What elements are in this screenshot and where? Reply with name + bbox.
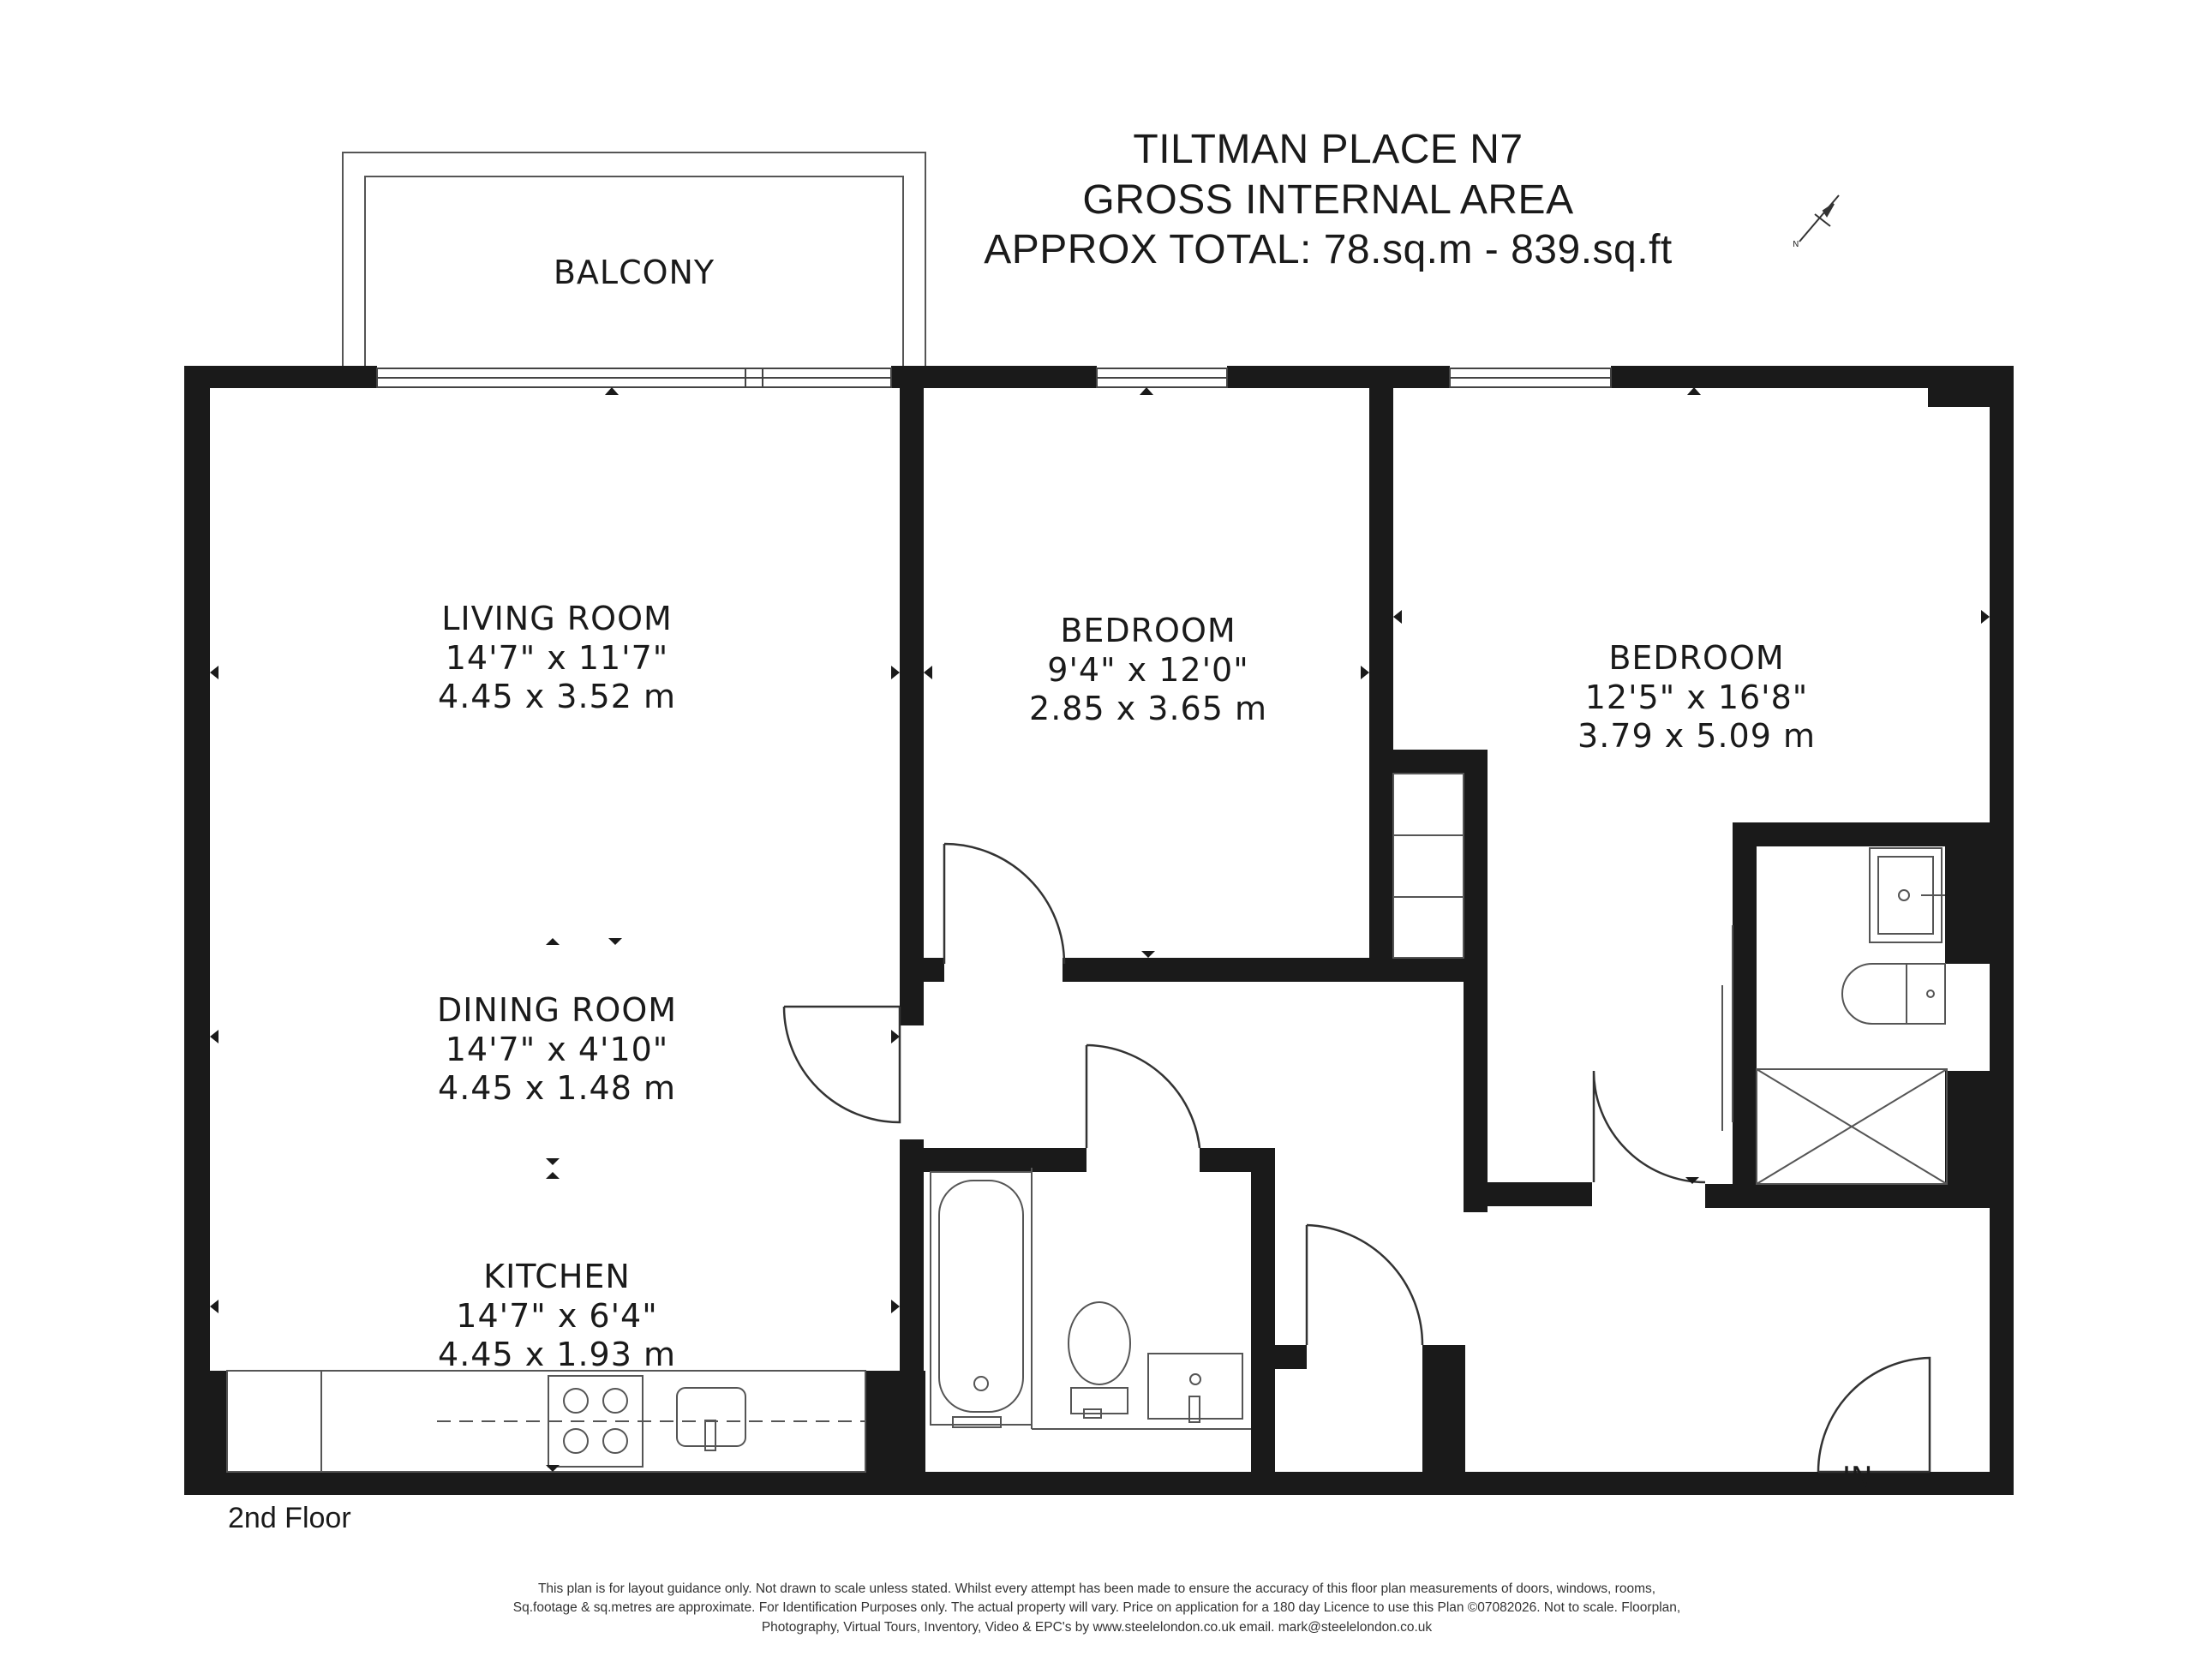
bathroom-fixtures <box>930 1168 1251 1430</box>
doors <box>782 842 1931 1474</box>
room-name: DINING ROOM <box>436 991 678 1029</box>
balcony-label: BALCONY <box>553 254 715 291</box>
room-name: LIVING ROOM <box>441 600 673 637</box>
ensuite-toilet <box>1906 963 1946 1025</box>
wall-right <box>1990 366 2014 1495</box>
door-bathroom <box>1085 1043 1201 1149</box>
wall-top-left <box>184 366 377 388</box>
room-dim-metric: 4.45 x 1.48 m <box>438 1069 676 1108</box>
room-dim-imperial: 9'4" x 12'0" <box>1047 650 1249 689</box>
door-entrance <box>1817 1356 1931 1474</box>
hob <box>548 1375 644 1468</box>
wall-bed1-bottom <box>1063 958 1481 982</box>
disclaimer: This plan is for layout guidance only. N… <box>360 1580 1834 1637</box>
windows <box>376 368 1612 388</box>
area-total: APPROX TOTAL: 78.sq.m - 839.sq.ft <box>984 227 1673 273</box>
wall-bottom-left <box>184 1472 1969 1495</box>
compass-icon: N <box>1793 194 1840 248</box>
entrance-label: IN <box>1842 1461 1873 1495</box>
room-name: BEDROOM <box>1060 612 1236 649</box>
wall-top-mid-1 <box>891 366 1097 388</box>
ensuite-fixtures <box>1721 847 1948 1185</box>
property-name: TILTMAN PLACE N7 <box>1133 127 1524 172</box>
door-living <box>782 1005 901 1124</box>
wall-bed1-bed2 <box>1369 366 1393 964</box>
disclaimer-line: Photography, Virtual Tours, Inventory, V… <box>761 1619 1433 1635</box>
wall-ensuite <box>1733 822 1757 1208</box>
disclaimer-line: This plan is for layout guidance only. N… <box>537 1581 1656 1596</box>
door-bedroom2 <box>1592 1070 1706 1184</box>
bathtub <box>930 1171 1033 1426</box>
room-dim-metric: 3.79 x 5.09 m <box>1577 717 1816 756</box>
door-cupboard <box>1305 1223 1424 1346</box>
room-dim-imperial: 12'5" x 16'8" <box>1584 678 1809 716</box>
toilet <box>1070 1387 1128 1414</box>
wall-top-mid-2 <box>1227 366 1450 388</box>
kitchen-sink <box>676 1387 746 1447</box>
wardrobe <box>1392 773 1464 959</box>
kitchen-label: KITCHEN 14'7" x 6'4" 4.45 x 1.93 m <box>360 1258 754 1375</box>
area-heading: GROSS INTERNAL AREA <box>1082 176 1574 223</box>
room-dim-imperial: 14'7" x 4'10" <box>445 1030 669 1068</box>
kitchen-counter <box>226 1370 866 1473</box>
bedroom-1-label: BEDROOM 9'4" x 12'0" 2.85 x 3.65 m <box>960 612 1337 729</box>
room-name: KITCHEN <box>483 1258 631 1295</box>
wall-bathroom-top <box>924 1148 1087 1172</box>
living-room-label: LIVING ROOM 14'7" x 11'7" 4.45 x 3.52 m <box>360 600 754 717</box>
room-dim-imperial: 14'7" x 6'4" <box>456 1296 658 1335</box>
measurement-markers <box>210 387 1990 1472</box>
room-dim-metric: 4.45 x 1.93 m <box>438 1336 676 1374</box>
disclaimer-line: Sq.footage & sq.metres are approximate. … <box>512 1600 1681 1616</box>
room-name: BEDROOM <box>1608 639 1785 677</box>
bath-basin <box>1147 1353 1243 1420</box>
floor-label: 2nd Floor <box>228 1502 351 1534</box>
walls <box>184 366 2014 1495</box>
room-dim-metric: 2.85 x 3.65 m <box>1029 690 1267 728</box>
dining-room-label: DINING ROOM 14'7" x 4'10" 4.45 x 1.48 m <box>360 991 754 1109</box>
door-bedroom1 <box>943 842 1066 965</box>
wall-living-bedroom <box>900 366 924 1025</box>
compass-north-label: N <box>1793 240 1799 248</box>
room-dim-metric: 4.45 x 3.52 m <box>438 678 676 716</box>
plan-header: TILTMAN PLACE N7 GROSS INTERNAL AREA APP… <box>943 125 1714 276</box>
room-dim-imperial: 14'7" x 11'7" <box>445 638 669 677</box>
shower <box>1756 1068 1948 1185</box>
bedroom-2-label: BEDROOM 12'5" x 16'8" 3.79 x 5.09 m <box>1500 639 1894 756</box>
wall-left <box>184 366 210 1495</box>
